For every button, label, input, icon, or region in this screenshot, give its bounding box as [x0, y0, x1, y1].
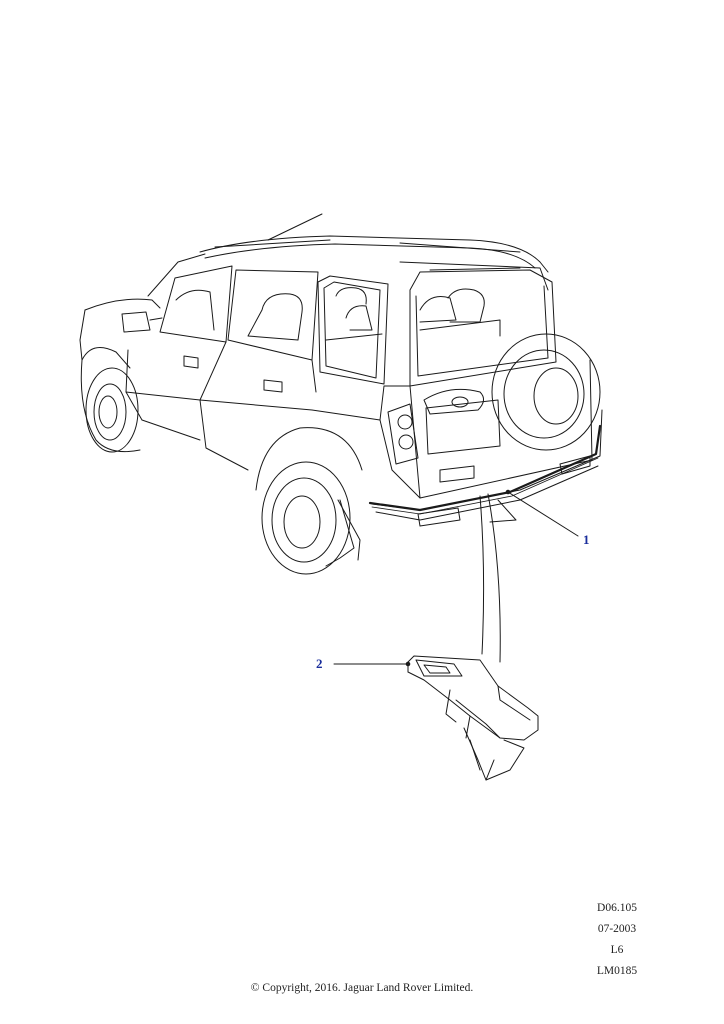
copyright-notice: © Copyright, 2016. Jaguar Land Rover Lim… [250, 982, 474, 994]
part-1-trim-strip [368, 424, 602, 515]
diagram-code: D06.105 [597, 902, 637, 914]
callout-part-2: 2 [316, 656, 323, 671]
clip-locator-lines [479, 493, 501, 663]
part-2-clip [405, 655, 539, 781]
callout-part-1: 1 [583, 532, 590, 547]
line-code: L6 [610, 944, 624, 956]
leader-line-1 [507, 491, 579, 537]
diagram-date: 07-2003 [597, 923, 637, 935]
callout-leaders [333, 491, 579, 665]
illustration-code: LM0185 [596, 965, 638, 977]
vehicle-illustration [79, 213, 603, 575]
